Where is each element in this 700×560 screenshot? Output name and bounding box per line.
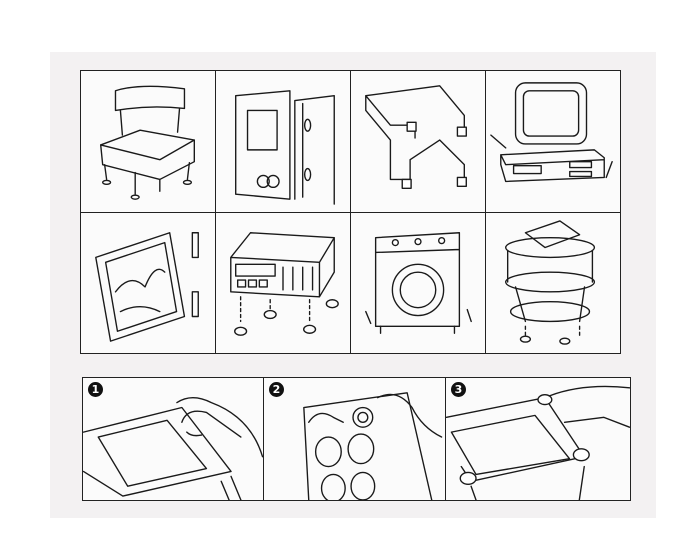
wipe-surface-illustration [83, 396, 263, 500]
panel-phone-stand [485, 212, 621, 354]
step-3-panel: 3 [445, 377, 631, 501]
step-2-panel: 2 [263, 377, 446, 501]
panel-table-frame [350, 70, 486, 213]
washing-machine-illustration [365, 232, 472, 334]
door-illustration [235, 90, 335, 205]
step-number: 1 [88, 382, 103, 397]
step-number: 3 [451, 382, 466, 397]
step-number: 2 [269, 382, 284, 397]
panel-washing-machine [350, 212, 486, 354]
panel-stereo [215, 212, 351, 354]
panel-chair [80, 70, 216, 213]
panel-computer [485, 70, 621, 213]
table-frame-illustration [365, 85, 467, 189]
peel-pad-illustration [303, 392, 443, 500]
panel-picture-frame [80, 212, 216, 354]
step-1-panel: 1 [82, 377, 264, 501]
stereo-illustration [230, 232, 339, 336]
phone-stand-illustration [505, 220, 596, 345]
press-pad-illustration [446, 385, 630, 500]
chair-illustration [100, 85, 195, 200]
computer-illustration [490, 82, 613, 183]
picture-frame-illustration [95, 232, 199, 342]
panel-door [215, 70, 351, 213]
